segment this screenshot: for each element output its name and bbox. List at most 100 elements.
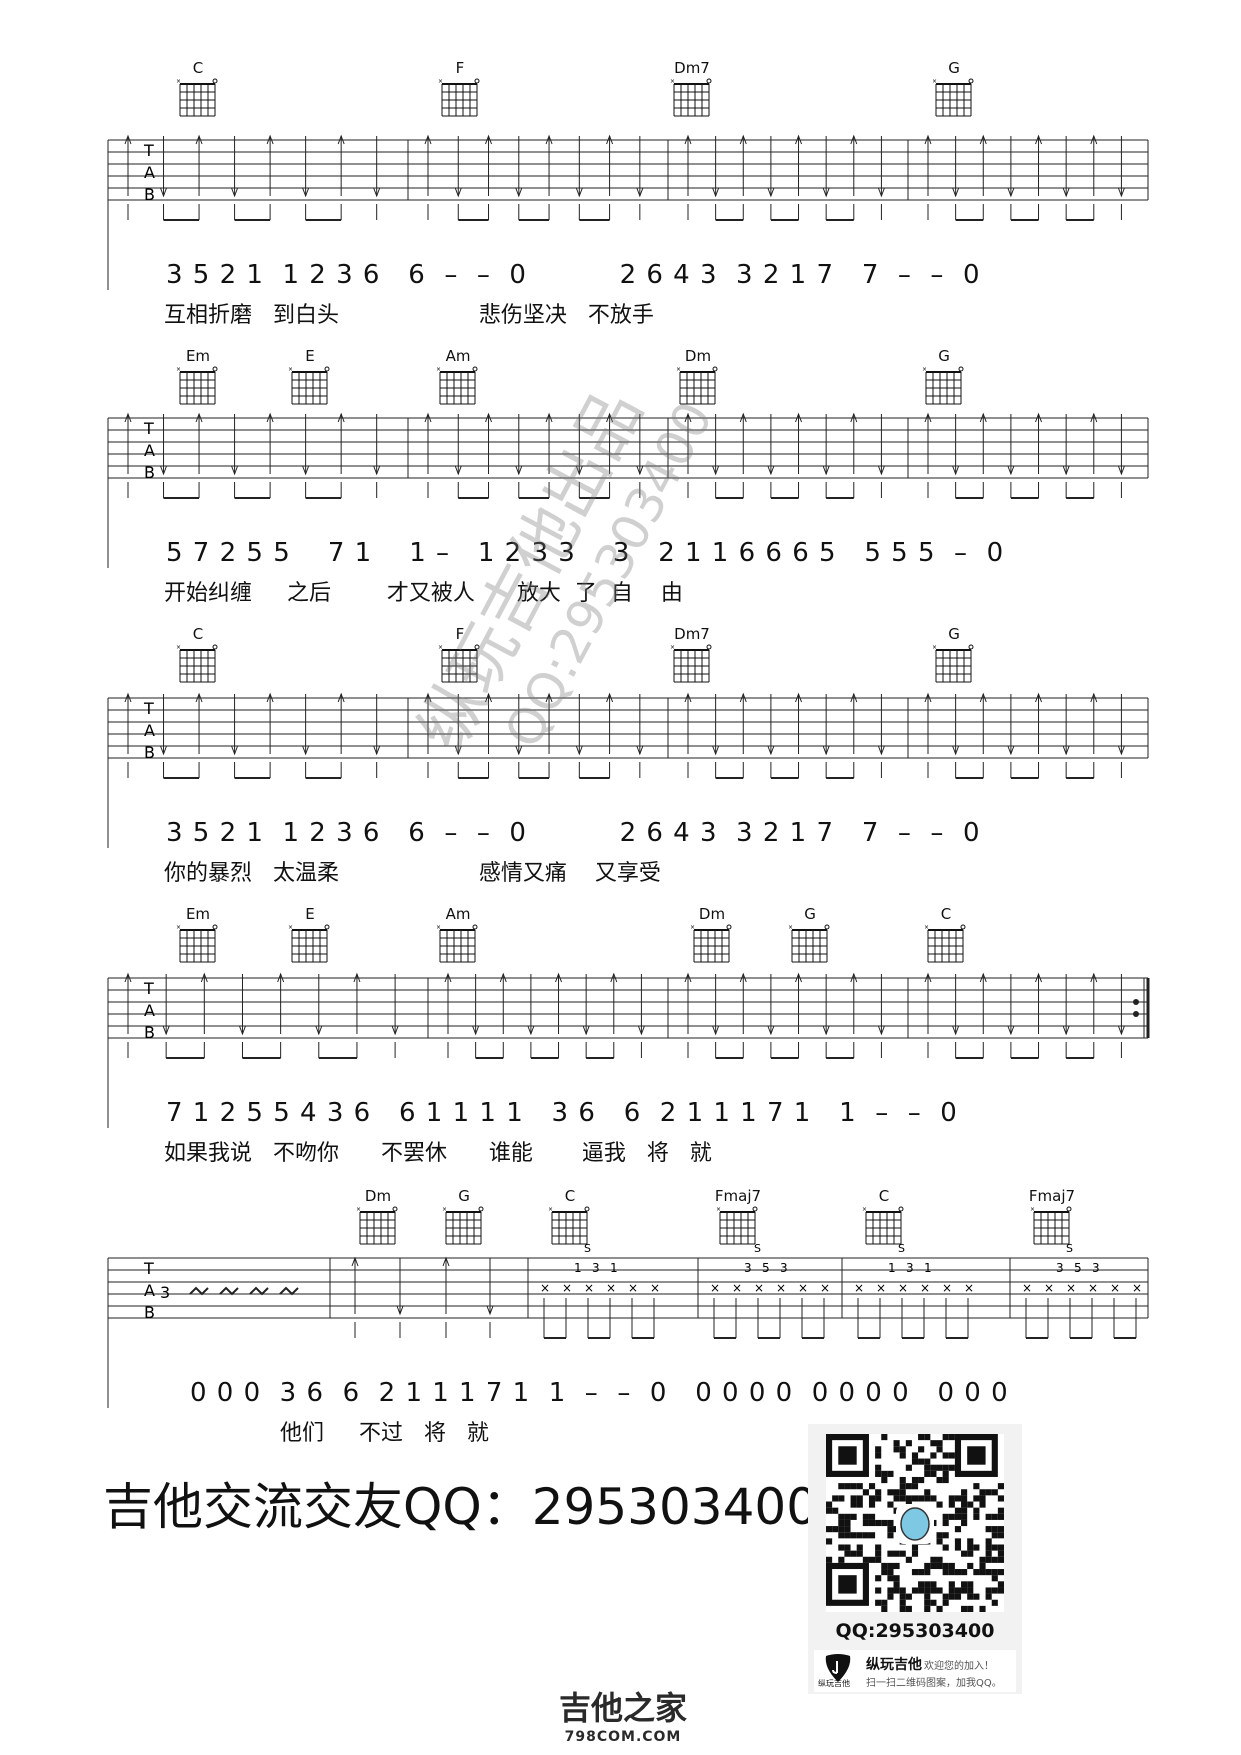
chord-name: Fmaj7	[714, 1187, 762, 1205]
svg-text:×: ×	[876, 1281, 886, 1295]
tab-letter: T	[143, 699, 154, 718]
guitar-pick-icon	[825, 1654, 851, 1682]
qr-brand-bar: 纵玩吉他 纵玩吉他 欢迎您的加入！ 扫一扫二维码图案，加我QQ。	[814, 1650, 1016, 1692]
chord-grid: ×	[176, 78, 218, 117]
chord-name: C	[192, 59, 204, 77]
tab-letter: B	[144, 463, 155, 482]
svg-text:×: ×	[356, 1206, 361, 1213]
svg-text:×: ×	[1044, 1281, 1054, 1295]
chord-name: Dm	[684, 347, 712, 365]
tab-letter: A	[144, 721, 155, 740]
tab-letter: A	[144, 1001, 155, 1020]
chord-diagram: Em×	[170, 348, 226, 406]
svg-text:×: ×	[540, 1281, 550, 1295]
svg-text:×: ×	[176, 644, 181, 651]
chord-diagram: Am×	[430, 348, 486, 406]
chord-name: Dm	[364, 1187, 392, 1205]
tab-letter: B	[144, 1303, 155, 1322]
svg-text:×: ×	[288, 924, 293, 931]
chord-diagram: C×	[170, 626, 226, 684]
svg-text:×: ×	[176, 924, 181, 931]
svg-text:×: ×	[436, 366, 441, 373]
svg-text:×: ×	[442, 1206, 447, 1213]
chord-grid: ×	[788, 924, 830, 963]
tab-number: 1	[888, 1261, 896, 1275]
tab-number: 1	[924, 1261, 932, 1275]
chord-name: E	[305, 347, 315, 365]
svg-text:×: ×	[964, 1281, 974, 1295]
qr-code-graphic	[826, 1434, 1004, 1612]
chord-name: G	[458, 1187, 470, 1205]
chord-diagram: G×	[926, 60, 982, 118]
chord-diagram: C×	[856, 1188, 912, 1246]
svg-text:×: ×	[922, 366, 927, 373]
tab-number: 3	[744, 1261, 752, 1275]
chord-grid: ×	[548, 1206, 590, 1245]
lyrics-line: 他们 不过 将 就	[280, 1421, 489, 1446]
site-logo-name: 吉他之家	[558, 1689, 687, 1727]
chord-diagram: Em×	[170, 906, 226, 964]
lyrics-line: 如果我说 不吻你 不罢休 谁能 逼我 将 就	[164, 1141, 712, 1166]
chord-diagram: Fmaj7×	[710, 1188, 766, 1246]
chord-grid: ×	[932, 644, 974, 683]
chord-grid: ×	[690, 924, 732, 963]
chord-name: Am	[445, 905, 471, 923]
svg-text:×: ×	[754, 1281, 764, 1295]
tab-number: 5	[762, 1261, 770, 1275]
svg-text:×: ×	[854, 1281, 864, 1295]
chord-name: G	[948, 625, 960, 643]
chord-diagram: F×	[432, 60, 488, 118]
chord-grid: ×	[670, 78, 712, 117]
svg-text:×: ×	[898, 1281, 908, 1295]
lyrics-line: 你的暴烈 太温柔 感情又痛 又享受	[164, 861, 661, 886]
qr-brand-name: 纵玩吉他	[866, 1657, 922, 1673]
slide-mark: S	[898, 1242, 905, 1255]
svg-text:×: ×	[776, 1281, 786, 1295]
qr-welcome-text: 欢迎您的加入！	[924, 1661, 994, 1672]
tab-number: 5	[1074, 1261, 1082, 1275]
tab-letter: B	[144, 743, 155, 762]
chord-grid: ×	[436, 366, 478, 405]
chord-diagram: C×	[918, 906, 974, 964]
slide-mark: S	[754, 1242, 761, 1255]
chord-grid: ×	[438, 644, 480, 683]
svg-text:×: ×	[820, 1281, 830, 1295]
svg-text:×: ×	[932, 644, 937, 651]
chord-name: Fmaj7	[1028, 1187, 1076, 1205]
chord-diagram: Dm×	[350, 1188, 406, 1246]
svg-text:×: ×	[436, 924, 441, 931]
lyrics-line: 开始纠缠 之后 才又被人 放大 了 自 由	[164, 581, 683, 606]
chord-name: C	[878, 1187, 890, 1205]
chord-diagram: G×	[436, 1188, 492, 1246]
chord-name: F	[455, 59, 465, 77]
chord-name: C	[192, 625, 204, 643]
svg-text:×: ×	[924, 924, 929, 931]
chord-grid: ×	[862, 1206, 904, 1245]
svg-text:×: ×	[716, 1206, 721, 1213]
chord-name: Dm7	[674, 59, 710, 77]
tab-letter: A	[144, 163, 155, 182]
svg-text:×: ×	[932, 78, 937, 85]
svg-text:×: ×	[710, 1281, 720, 1295]
chord-grid: ×	[676, 366, 718, 405]
lyrics-line: 互相折磨 到白头 悲伤坚决 不放手	[164, 303, 654, 328]
chord-diagram: G×	[782, 906, 838, 964]
footer-qq-text: 吉他交流交友QQ：295303400	[103, 1478, 819, 1536]
qr-code	[826, 1434, 1004, 1612]
svg-text:×: ×	[942, 1281, 952, 1295]
tab-number: 3	[1056, 1261, 1064, 1275]
svg-text:×: ×	[732, 1281, 742, 1295]
svg-text:×: ×	[438, 644, 443, 651]
chord-diagram: G×	[926, 626, 982, 684]
chord-name: G	[804, 905, 816, 923]
chord-diagram: Am ×	[430, 906, 486, 964]
tab-staff: TAB	[107, 134, 1149, 290]
chord-grid: ×	[176, 366, 218, 405]
chord-grid: ×	[932, 78, 974, 117]
jianpu-notation: 3 5 2 1 1 2 3 6 6 – – 0 2 6 4 3 3 2 1 7 …	[166, 260, 981, 290]
chord-diagram: Dm×	[684, 906, 740, 964]
chord-name: Em	[185, 347, 211, 365]
svg-text:×: ×	[176, 78, 181, 85]
